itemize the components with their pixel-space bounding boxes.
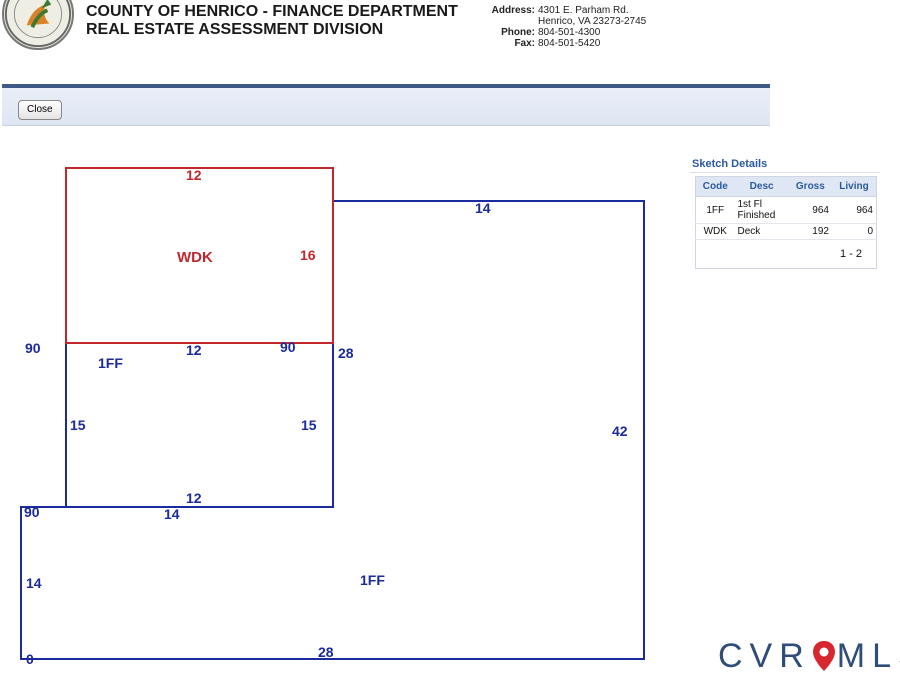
main-top-dimension: 14 bbox=[475, 200, 491, 216]
wdk-right-dimension: 16 bbox=[300, 247, 316, 263]
fax-number: 804-501-5420 bbox=[538, 38, 601, 49]
sketch-details-table: Code Desc Gross Living 1FF 1st Fl Finish… bbox=[695, 176, 877, 269]
address-line2: Henrico, VA 23273-2745 bbox=[538, 16, 647, 27]
row-desc-line2: Finished bbox=[737, 210, 776, 221]
row-desc-line1: 1st Fl bbox=[737, 199, 762, 210]
angle-left-label: 90 bbox=[25, 340, 41, 356]
ff1-right-dimension: 15 bbox=[301, 417, 317, 433]
county-seal-logo bbox=[2, 0, 74, 50]
table-row: 1FF 1st Fl Finished 964 964 bbox=[695, 196, 877, 224]
close-button[interactable]: Close bbox=[18, 100, 62, 120]
row-living: 964 bbox=[831, 196, 877, 224]
wdk-top-dimension: 12 bbox=[186, 167, 202, 183]
angle-bottom-label: 90 bbox=[24, 504, 40, 520]
row-desc: 1st Fl Finished bbox=[734, 196, 789, 224]
ff1-top-dimension: 12 bbox=[186, 342, 202, 358]
logo-text-left: CVR bbox=[718, 637, 811, 675]
lower-bottom-dimension: 28 bbox=[318, 644, 334, 660]
row-desc-line1: Deck bbox=[737, 226, 761, 237]
pager-row: 1 - 2 bbox=[696, 240, 877, 269]
row-gross: 192 bbox=[788, 223, 832, 240]
upper-1ff-outline bbox=[65, 343, 334, 508]
ff1-area-label: 1FF bbox=[98, 355, 123, 371]
main-right-dimension: 42 bbox=[612, 423, 628, 439]
contact-info: Address:4301 E. Parham Rd. Henrico, VA 2… bbox=[488, 5, 647, 49]
row-desc: Deck bbox=[734, 223, 789, 240]
ff1-left-dimension: 15 bbox=[70, 417, 86, 433]
fax-label: Fax: bbox=[514, 38, 535, 49]
phone-label: Phone: bbox=[501, 27, 535, 38]
row-living: 0 bbox=[831, 223, 877, 240]
wdk-deck-outline bbox=[65, 167, 334, 344]
details-divider bbox=[690, 172, 880, 173]
lower-1ff-outline bbox=[20, 200, 645, 660]
wdk-area-label: WDK bbox=[177, 249, 213, 266]
ff1-bottom-dimension: 12 bbox=[186, 490, 202, 506]
table-header-row: Code Desc Gross Living bbox=[695, 176, 877, 197]
table-row: WDK Deck 192 0 bbox=[695, 223, 877, 240]
column-header-code[interactable]: Code bbox=[695, 176, 735, 197]
column-header-living[interactable]: Living bbox=[831, 176, 877, 197]
column-header-gross[interactable]: Gross bbox=[788, 176, 832, 197]
phone-number: 804-501-4300 bbox=[538, 27, 601, 38]
lower-top-dimension: 14 bbox=[164, 506, 180, 522]
pager-text: 1 - 2 bbox=[839, 248, 862, 260]
cvrmls-logo: CVR MLS bbox=[718, 637, 900, 675]
toolbar bbox=[2, 84, 770, 126]
sketch-details-title: Sketch Details bbox=[692, 158, 768, 170]
row-gross: 964 bbox=[788, 196, 832, 224]
origin-label: 0 bbox=[26, 651, 34, 667]
row-code: WDK bbox=[695, 223, 735, 240]
address-label: Address: bbox=[491, 5, 535, 16]
department-title: COUNTY OF HENRICO - FINANCE DEPARTMENT bbox=[86, 3, 458, 20]
lower-area-label: 1FF bbox=[360, 572, 385, 588]
lower-left-dimension: 14 bbox=[26, 575, 42, 591]
column-header-desc[interactable]: Desc bbox=[734, 176, 789, 197]
logo-text-right: MLS bbox=[836, 637, 900, 675]
map-pin-icon bbox=[812, 641, 835, 671]
address-line1: 4301 E. Parham Rd. bbox=[538, 5, 629, 16]
row-code: 1FF bbox=[695, 196, 735, 224]
main-side-dimension: 28 bbox=[338, 345, 354, 361]
angle-right-label: 90 bbox=[280, 339, 296, 355]
division-title: REAL ESTATE ASSESSMENT DIVISION bbox=[86, 21, 384, 38]
county-seal-icon bbox=[4, 0, 72, 48]
